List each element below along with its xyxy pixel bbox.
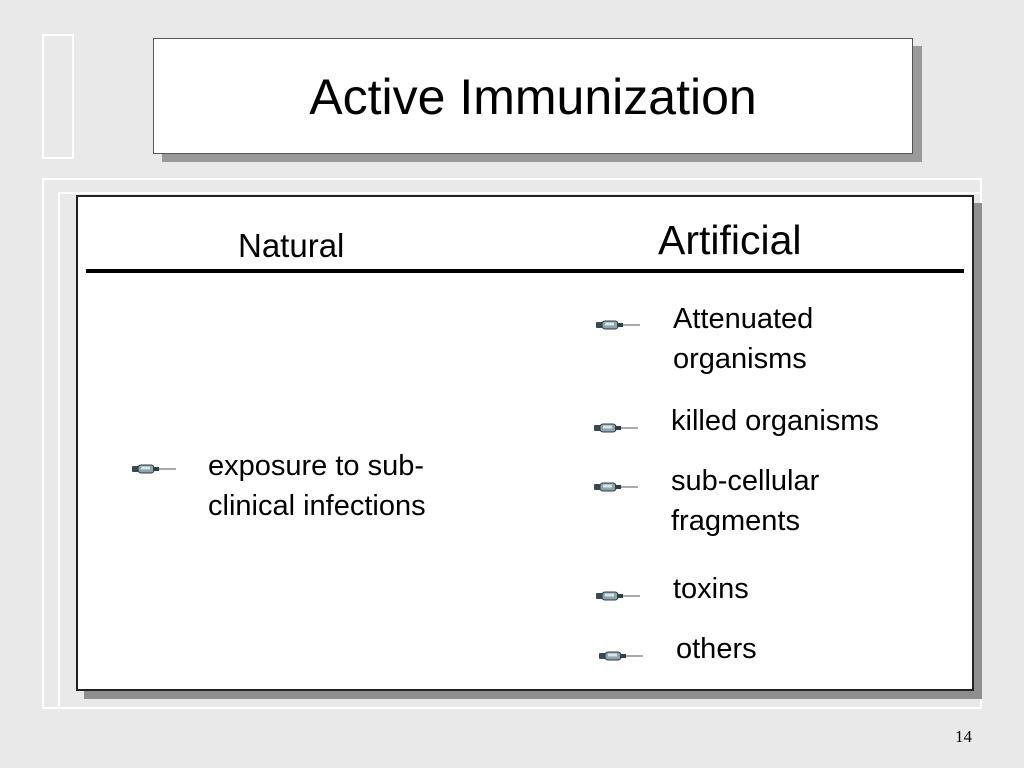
page-number: 14	[955, 727, 972, 746]
natural-item-exposure: exposure to sub- clinical infections	[208, 450, 426, 522]
syringe-icon	[598, 649, 644, 663]
content-box	[76, 195, 974, 691]
syringe-icon	[131, 462, 177, 476]
decorative-frame-left	[42, 34, 74, 159]
natural-heading: Natural	[238, 227, 345, 264]
title-box: Active Immunization	[153, 38, 913, 154]
slide-title: Active Immunization	[309, 69, 757, 125]
artificial-heading: Artificial	[658, 217, 802, 263]
artificial-item-others: others	[676, 633, 757, 665]
syringe-icon	[595, 589, 641, 603]
artificial-item-subcellular: sub-cellular fragments	[671, 465, 820, 537]
header-divider	[86, 269, 964, 273]
artificial-item-toxins: toxins	[673, 573, 749, 605]
syringe-icon	[593, 421, 639, 435]
artificial-item-attenuated: Attenuated organisms	[673, 303, 814, 375]
syringe-icon	[593, 480, 639, 494]
artificial-item-killed: killed organisms	[671, 405, 879, 437]
syringe-icon	[595, 318, 641, 332]
